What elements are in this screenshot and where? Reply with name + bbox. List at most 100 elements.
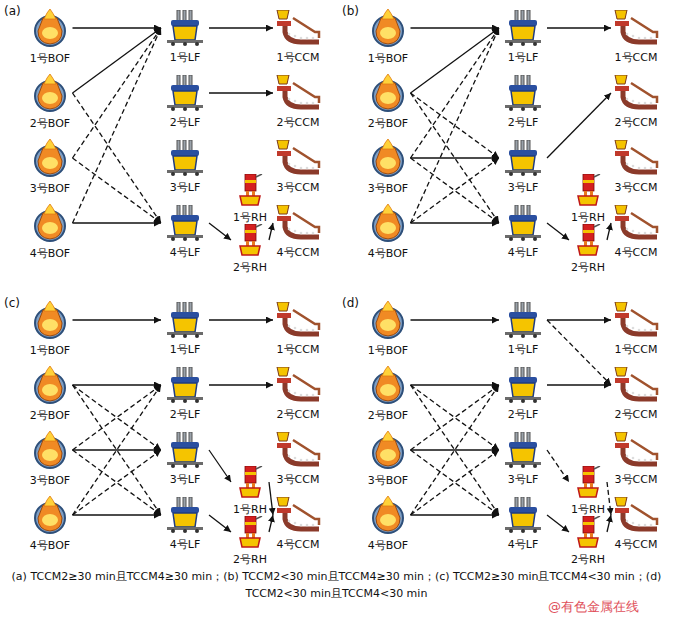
lf-roof — [509, 377, 537, 383]
unit-label: 4号BOF — [368, 247, 408, 260]
lf-wheel — [195, 107, 199, 111]
flow-arrow — [73, 222, 162, 223]
rh-icon — [575, 224, 601, 256]
bof-unit: 4号BOF — [367, 496, 410, 553]
ccm-strand — [623, 91, 657, 107]
panel-letter: (a) — [4, 4, 21, 18]
bof-unit: 1号BOF — [367, 301, 410, 358]
ccm-roller — [294, 327, 297, 330]
lf-wheel — [533, 529, 537, 533]
rh-pipe — [256, 516, 262, 519]
ccm-roller — [300, 102, 303, 105]
lf-unit: 2号LF — [500, 367, 546, 422]
bof-ring — [35, 16, 65, 46]
ccm-tundish — [277, 313, 291, 318]
ccm-icon — [275, 432, 321, 468]
lf-wheel — [533, 42, 537, 46]
bof-melt — [380, 449, 396, 461]
lf-unit: 1号LF — [500, 302, 546, 357]
lf-wheel — [521, 42, 525, 46]
flow-arrow — [411, 385, 500, 515]
bof-flame — [44, 139, 56, 149]
flow-arrow — [411, 385, 500, 450]
unit-label: 4号LF — [170, 538, 200, 551]
rh-ladle — [578, 538, 598, 547]
bof-vessel — [376, 375, 400, 401]
unit-label: 1号LF — [170, 51, 200, 64]
lf-wheel — [509, 107, 513, 111]
bof-unit: 3号BOF — [367, 431, 410, 488]
ccm-roller — [306, 394, 309, 397]
bof-vessel — [376, 148, 400, 174]
flow-arrow — [209, 319, 273, 320]
unit-label: 2号RH — [571, 261, 605, 274]
ccm-roller — [300, 524, 303, 527]
watermark: @有色金属在线 — [548, 598, 639, 616]
bof-unit: 1号BOF — [367, 9, 410, 66]
bof-vessel — [376, 440, 400, 466]
lf-roof — [509, 507, 537, 513]
ccm-ladle — [277, 140, 289, 149]
ccm-unit: 1号CCM — [274, 10, 322, 65]
ccm-roller — [644, 329, 647, 332]
ccm-roller — [644, 394, 647, 397]
ccm-unit: 2号CCM — [612, 367, 660, 422]
ccm-roller — [632, 522, 635, 525]
ccm-unit: 3号CCM — [274, 432, 322, 487]
unit-label: 4号LF — [170, 246, 200, 259]
rh-ladle — [240, 246, 260, 255]
ccm-roller — [638, 167, 641, 170]
rh-ladle — [578, 488, 598, 497]
ccm-ladle — [277, 302, 289, 311]
lf-roof — [171, 377, 199, 383]
rh-icon — [237, 516, 263, 548]
ccm-roller — [294, 230, 297, 233]
lf-wheel — [509, 334, 513, 338]
ccm-roller — [312, 524, 315, 527]
ccm-ladle — [615, 367, 627, 376]
ccm-roller — [638, 329, 641, 332]
rh-vessel — [245, 174, 256, 191]
ccm-roller — [306, 102, 309, 105]
flow-arrow — [547, 93, 611, 158]
ccm-ladle — [615, 140, 627, 149]
lf-unit: 3号LF — [162, 432, 208, 487]
lf-unit: 3号LF — [500, 432, 546, 487]
lf-wheel — [183, 399, 187, 403]
lf-ladle — [173, 221, 197, 235]
ccm-roller — [644, 37, 647, 40]
bof-icon — [30, 301, 70, 339]
ccm-roller — [306, 459, 309, 462]
lf-wheel — [521, 464, 525, 468]
rh-vessel — [583, 174, 594, 191]
unit-label: 4号LF — [508, 246, 538, 259]
ccm-strand — [285, 513, 319, 529]
lf-roof — [509, 442, 537, 448]
ccm-roller — [294, 392, 297, 395]
bof-melt — [42, 222, 58, 234]
lf-roof — [171, 215, 199, 221]
ccm-strand — [285, 156, 319, 172]
bof-flame — [382, 204, 394, 214]
ccm-roller — [632, 100, 635, 103]
unit-label: 4号CCM — [277, 538, 320, 551]
ccm-unit: 3号CCM — [274, 140, 322, 195]
ccm-icon — [275, 497, 321, 533]
flow-arrow — [547, 319, 611, 320]
unit-label: 2号RH — [233, 261, 267, 274]
flow-arrow — [209, 92, 273, 93]
ccm-roller — [632, 457, 635, 460]
lf-roof — [509, 312, 537, 318]
lf-icon — [501, 302, 545, 338]
rh-pipe — [594, 224, 600, 227]
ccm-icon — [275, 75, 321, 111]
bof-vessel — [38, 148, 62, 174]
lf-wheel — [533, 107, 537, 111]
ccm-icon — [613, 140, 659, 176]
lf-wheel — [183, 237, 187, 241]
ccm-tundish — [615, 313, 629, 318]
lf-wheel — [509, 529, 513, 533]
lf-ladle — [511, 448, 535, 462]
flow-arrow — [209, 27, 273, 28]
rh-icon — [237, 466, 263, 498]
